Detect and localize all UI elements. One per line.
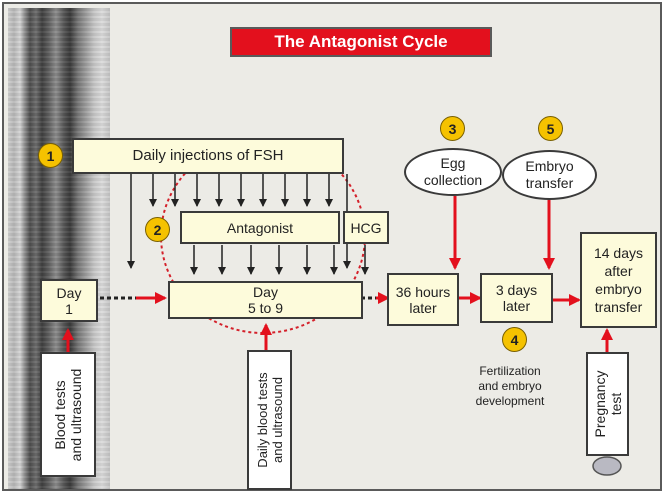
14-days-box: 14 days after embryo transfer <box>580 232 657 328</box>
step-2-badge: 2 <box>145 217 170 242</box>
14-days-label-line3: embryo <box>595 281 642 297</box>
antagonist-label: Antagonist <box>226 219 294 236</box>
blood-tests-label-line2: and ultrasound <box>68 368 84 461</box>
egg-collection-label-line1: Egg <box>440 155 466 171</box>
fertilization-note-line2: and embryo <box>478 379 542 393</box>
diagram-title: The Antagonist Cycle <box>230 27 492 57</box>
hcg-box: HCG <box>343 211 389 244</box>
embryo-transfer-label-line2: transfer <box>525 175 574 191</box>
fsh-injection-arrows <box>127 174 351 269</box>
3-days-label-line2: later <box>502 298 531 314</box>
egg-collection-oval: Egg collection <box>404 148 502 196</box>
embryo-transfer-oval: Embryo transfer <box>502 150 597 200</box>
day-5-9-label-line2: 5 to 9 <box>247 300 284 316</box>
36-hours-box: 36 hours later <box>387 273 459 326</box>
day-1-label-line1: Day <box>56 284 82 301</box>
pregnancy-test-label-line1: Pregnancy <box>591 370 608 438</box>
blood-tests-label-line1: Blood tests <box>52 379 68 450</box>
fsh-label: Daily injections of FSH <box>132 147 284 164</box>
hcg-label: HCG <box>350 219 382 236</box>
14-days-label-line4: transfer <box>594 299 643 315</box>
step-4-badge: 4 <box>502 327 527 352</box>
blood-tests-text: Blood tests and ultrasound <box>52 368 84 461</box>
pregnancy-test-box: Pregnancy test <box>586 352 629 456</box>
fertilization-note-line3: development <box>475 394 545 408</box>
embryo-transfer-label-line1: Embryo <box>525 158 574 174</box>
pregnancy-test-text: Pregnancy test <box>592 371 624 438</box>
pregnancy-test-label-line2: test <box>607 392 624 416</box>
blood-tests-box: Blood tests and ultrasound <box>40 352 96 477</box>
antagonist-arrows <box>190 245 338 275</box>
36-hours-label-line1: 36 hours <box>395 283 451 300</box>
day-5-9-box: Day 5 to 9 <box>168 281 363 319</box>
3-days-box: 3 days later <box>480 273 553 323</box>
day-1-label-line2: 1 <box>65 300 73 317</box>
daily-blood-tests-box: Daily blood tests and ultrasound <box>247 350 292 490</box>
daily-blood-tests-text: Daily blood tests and ultrasound <box>255 372 285 467</box>
step-1-badge: 1 <box>38 143 63 168</box>
14-days-label-line1: 14 days <box>593 245 644 261</box>
day-1-box: Day 1 <box>40 279 98 322</box>
pregnancy-test-disk <box>592 456 622 476</box>
fertilization-note-line1: Fertilization <box>479 364 541 378</box>
14-days-label-line2: after <box>604 263 633 279</box>
day-5-9-label-line1: Day <box>253 284 278 300</box>
daily-blood-tests-label-line2: and ultrasound <box>269 376 285 464</box>
fsh-box: Daily injections of FSH <box>72 138 344 174</box>
daily-blood-tests-label-line1: Daily blood tests <box>254 372 270 468</box>
36-hours-label-line2: later <box>409 299 437 316</box>
egg-collection-label-line2: collection <box>423 172 483 188</box>
step-5-badge: 5 <box>538 116 563 141</box>
fertilization-note: Fertilization and embryo development <box>450 364 570 409</box>
3-days-label-line1: 3 days <box>495 282 538 298</box>
antagonist-box: Antagonist <box>180 211 340 244</box>
step-3-badge: 3 <box>440 116 465 141</box>
